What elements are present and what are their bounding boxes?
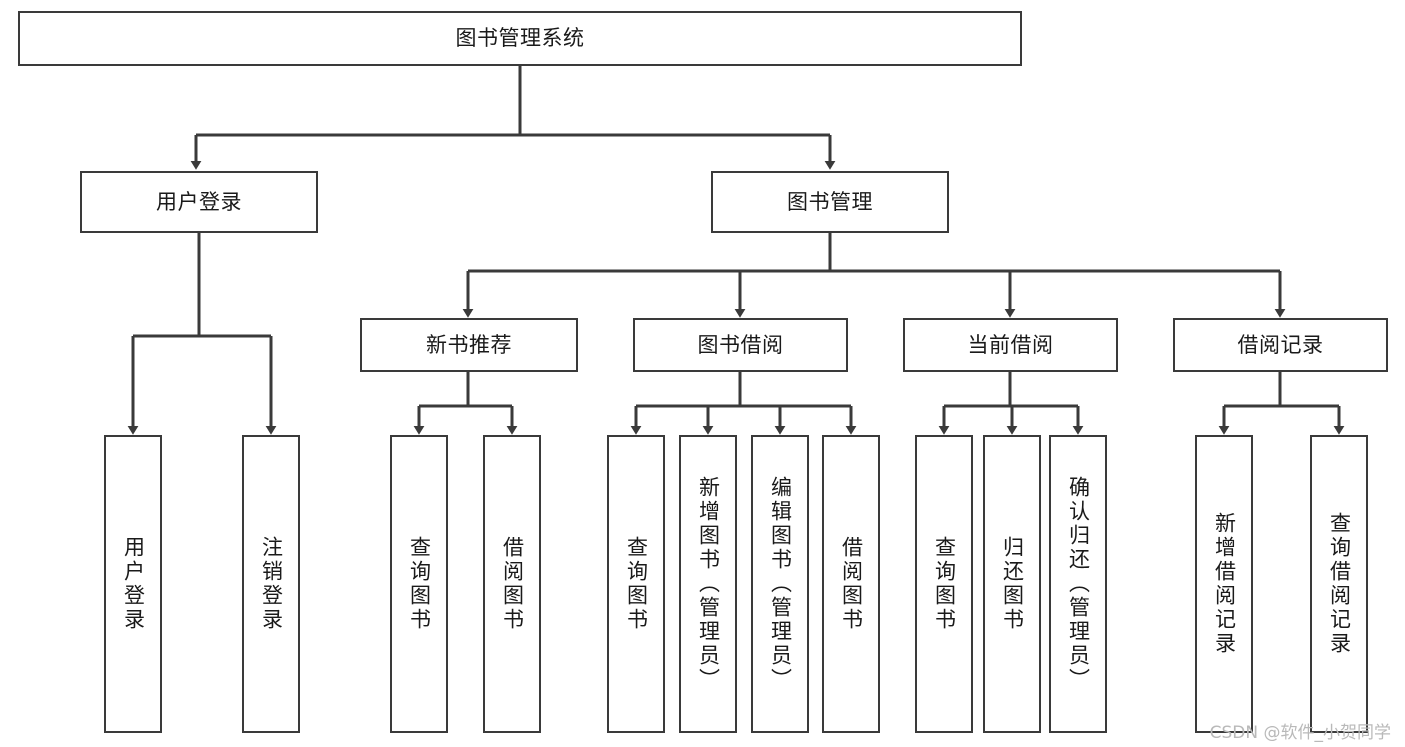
leaf-new-book-query-book[interactable]: 查询图书 [390, 435, 448, 733]
node-label: 查询图书 [932, 536, 957, 632]
node-label: 新增图书（管理员） [696, 476, 721, 692]
leaf-borrow-record-add-record[interactable]: 新增借阅记录 [1195, 435, 1253, 733]
edges-newbook-to-leaves [413, 372, 518, 435]
edges-bookmgmt-to-level2 [462, 233, 1286, 318]
node-book-management[interactable]: 图书管理 [711, 171, 949, 233]
node-label: 借阅图书 [500, 536, 525, 632]
node-label: 新增借阅记录 [1212, 512, 1237, 656]
leaf-current-borrow-confirm-return-admin[interactable]: 确认归还（管理员） [1049, 435, 1107, 733]
leaf-book-borrow-add-book-admin[interactable]: 新增图书（管理员） [679, 435, 737, 733]
node-label: 编辑图书（管理员） [768, 476, 793, 692]
node-borrow-record[interactable]: 借阅记录 [1173, 318, 1388, 372]
node-label: 借阅记录 [1237, 332, 1324, 357]
node-book-borrow[interactable]: 图书借阅 [633, 318, 848, 372]
edges-borrowrecord-to-leaves [1218, 372, 1345, 435]
node-root-book-management-system[interactable]: 图书管理系统 [18, 11, 1022, 66]
node-label: 当前借阅 [967, 332, 1054, 357]
node-label: 确认归还（管理员） [1066, 476, 1091, 692]
node-user-login[interactable]: 用户登录 [80, 171, 318, 233]
node-current-borrow[interactable]: 当前借阅 [903, 318, 1118, 372]
leaf-book-borrow-borrow-book[interactable]: 借阅图书 [822, 435, 880, 733]
leaf-user-login-logout[interactable]: 注销登录 [242, 435, 300, 733]
node-label: 注销登录 [259, 536, 284, 632]
node-label: 借阅图书 [839, 536, 864, 632]
node-label: 查询图书 [407, 536, 432, 632]
node-label: 用户登录 [121, 536, 146, 632]
edges-userlogin-to-leaves [127, 233, 277, 435]
node-label: 查询图书 [624, 536, 649, 632]
leaf-book-borrow-query-book[interactable]: 查询图书 [607, 435, 665, 733]
leaf-borrow-record-query-record[interactable]: 查询借阅记录 [1310, 435, 1368, 733]
node-label: 图书管理系统 [455, 26, 585, 50]
edges-root-to-level1 [190, 66, 836, 170]
leaf-book-borrow-edit-book-admin[interactable]: 编辑图书（管理员） [751, 435, 809, 733]
edges-currentborrow-to-leaves [938, 372, 1084, 435]
edges-bookborrow-to-leaves [630, 372, 857, 435]
node-label: 图书借阅 [697, 332, 784, 357]
leaf-new-book-borrow-book[interactable]: 借阅图书 [483, 435, 541, 733]
node-new-book-recommend[interactable]: 新书推荐 [360, 318, 578, 372]
node-label: 图书管理 [787, 189, 873, 214]
node-label: 用户登录 [156, 189, 242, 214]
node-label: 归还图书 [1000, 536, 1025, 632]
node-label: 新书推荐 [426, 332, 512, 357]
leaf-current-borrow-query-book[interactable]: 查询图书 [915, 435, 973, 733]
node-label: 查询借阅记录 [1327, 512, 1352, 656]
leaf-current-borrow-return-book[interactable]: 归还图书 [983, 435, 1041, 733]
leaf-user-login-login[interactable]: 用户登录 [104, 435, 162, 733]
